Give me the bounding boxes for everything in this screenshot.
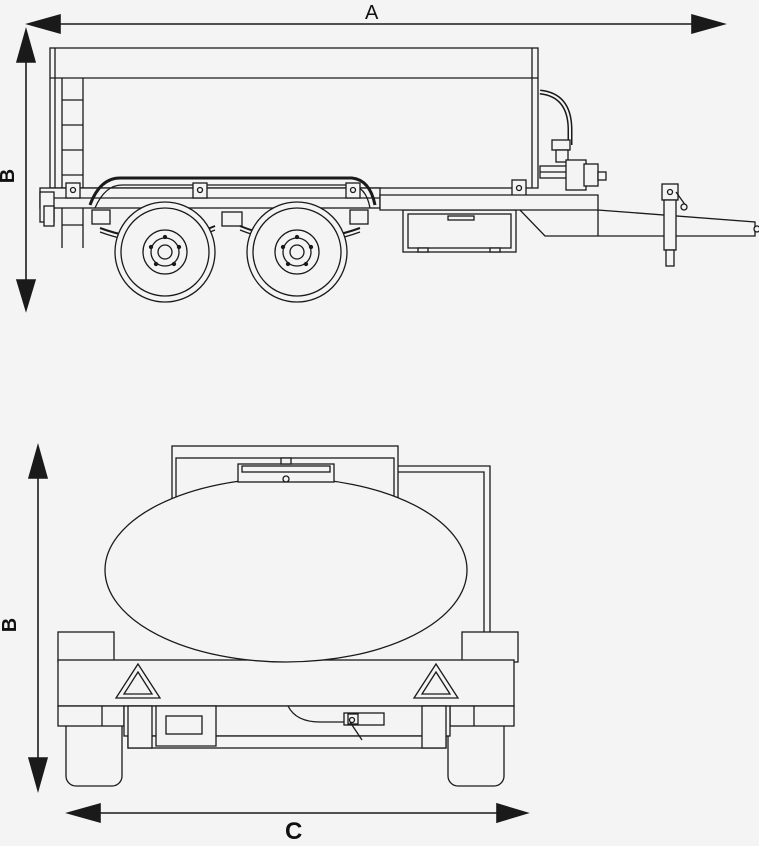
dimension-b-side-label: B: [0, 169, 19, 183]
jockey-stand: [661, 183, 688, 267]
dimension-b-rear-arrow: [27, 443, 49, 793]
toolbox: [402, 209, 517, 253]
dimension-c-arrow: [65, 802, 530, 824]
dimension-c-label: C: [285, 818, 303, 845]
step-box: [165, 715, 203, 735]
side-view: [39, 47, 759, 303]
tank-ellipse: [104, 477, 468, 663]
front-wheel: [114, 201, 216, 303]
left-warning-triangle: [114, 662, 162, 699]
right-warning-triangle: [412, 662, 460, 699]
dimension-a-arrow: [25, 13, 727, 35]
pump-assembly: [539, 89, 607, 191]
rear-wheel: [246, 201, 348, 303]
dimension-b-rear-label: B: [0, 617, 22, 633]
tank-body: [49, 47, 539, 189]
rear-view: [57, 445, 519, 787]
dimension-a-label: A: [365, 2, 379, 24]
dimension-b-side-arrow: [15, 27, 37, 313]
